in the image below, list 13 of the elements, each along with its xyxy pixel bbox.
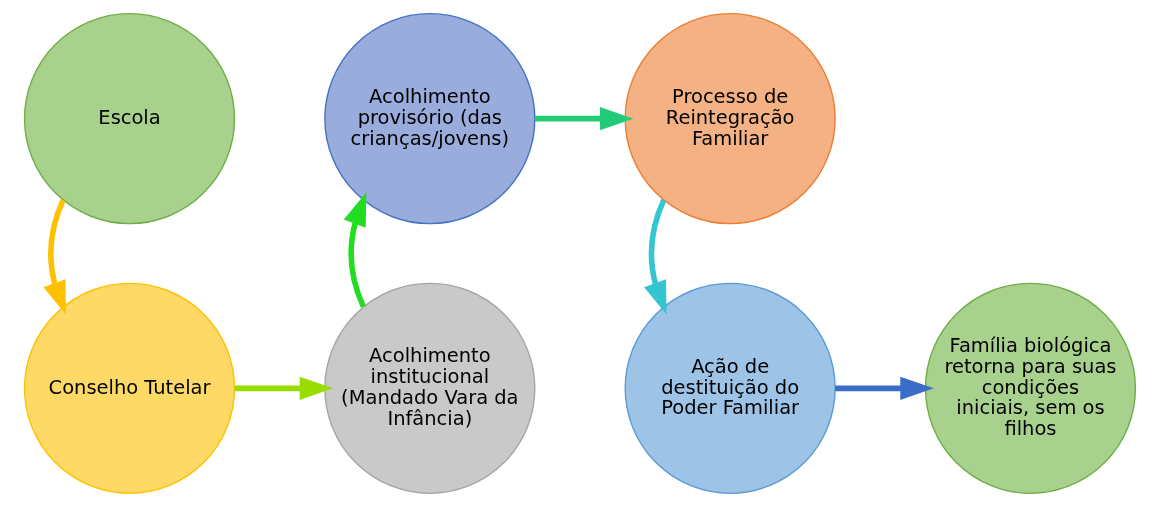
node-circle: Acolhimento provisório (das crianças/jovens) (324, 12, 536, 225)
node-circle: Família biológica retorna para suas condições iniciais, sem os filhos (924, 282, 1137, 495)
arrow (644, 199, 667, 315)
arrow (835, 376, 934, 401)
node-circle: Processo de Reintegração Familiar (624, 12, 836, 225)
arrow (234, 376, 334, 401)
node-circle: Acolhimento institucional (Mandado Vara da Infância) (324, 282, 536, 495)
node-circle: Conselho Tutelar (23, 282, 236, 495)
node-circle: Escola (23, 12, 236, 225)
node-circle: Ação de destituição do Poder Familiar (624, 282, 836, 495)
arrow (43, 199, 66, 315)
arrow (534, 106, 634, 131)
arrow (343, 192, 367, 308)
